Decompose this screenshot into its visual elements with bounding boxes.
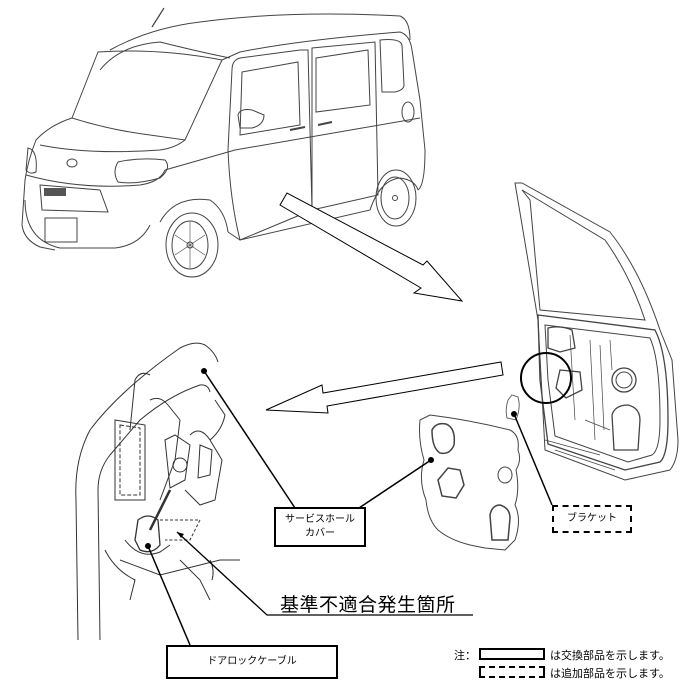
bracket-label: ブラケット (552, 505, 632, 533)
service-hole-cover-label: サービスホール カバー (274, 507, 366, 547)
legend-replacement-text: は交換部品を示します。 (550, 649, 670, 662)
bracket-label-text: ブラケット (567, 513, 617, 524)
door-lock-cable-leader (147, 545, 191, 646)
service-hole-cover-leader-detail (203, 370, 296, 509)
arrow-to-door (279, 192, 464, 302)
legend-dashed-box (479, 666, 545, 678)
car-illustration (21, 7, 426, 278)
door-illustration (514, 182, 679, 481)
service-hole-cover-part (419, 414, 521, 551)
arrow-to-detail (265, 361, 504, 414)
nonconformity-location-label: 基準不適合発生箇所 (280, 594, 456, 616)
legend-prefix: 注： (454, 649, 476, 662)
nonconformity-leader (176, 531, 473, 616)
legend-solid-box (479, 648, 545, 660)
service-hole-cover-label-line2: カバー (305, 528, 335, 539)
legend-addition-text: は追加部品を示します。 (550, 667, 670, 680)
door-lock-cable-label-text: ドアロックケーブル (207, 656, 297, 667)
service-hole-cover-label-line1: サービスホール (285, 514, 355, 525)
detail-illustration (75, 342, 240, 641)
bracket-leader-line (513, 413, 553, 506)
service-hole-cover-leader (355, 459, 432, 511)
door-lock-cable-label: ドアロックケーブル (166, 645, 338, 679)
detail-highlight-circle (520, 352, 572, 404)
